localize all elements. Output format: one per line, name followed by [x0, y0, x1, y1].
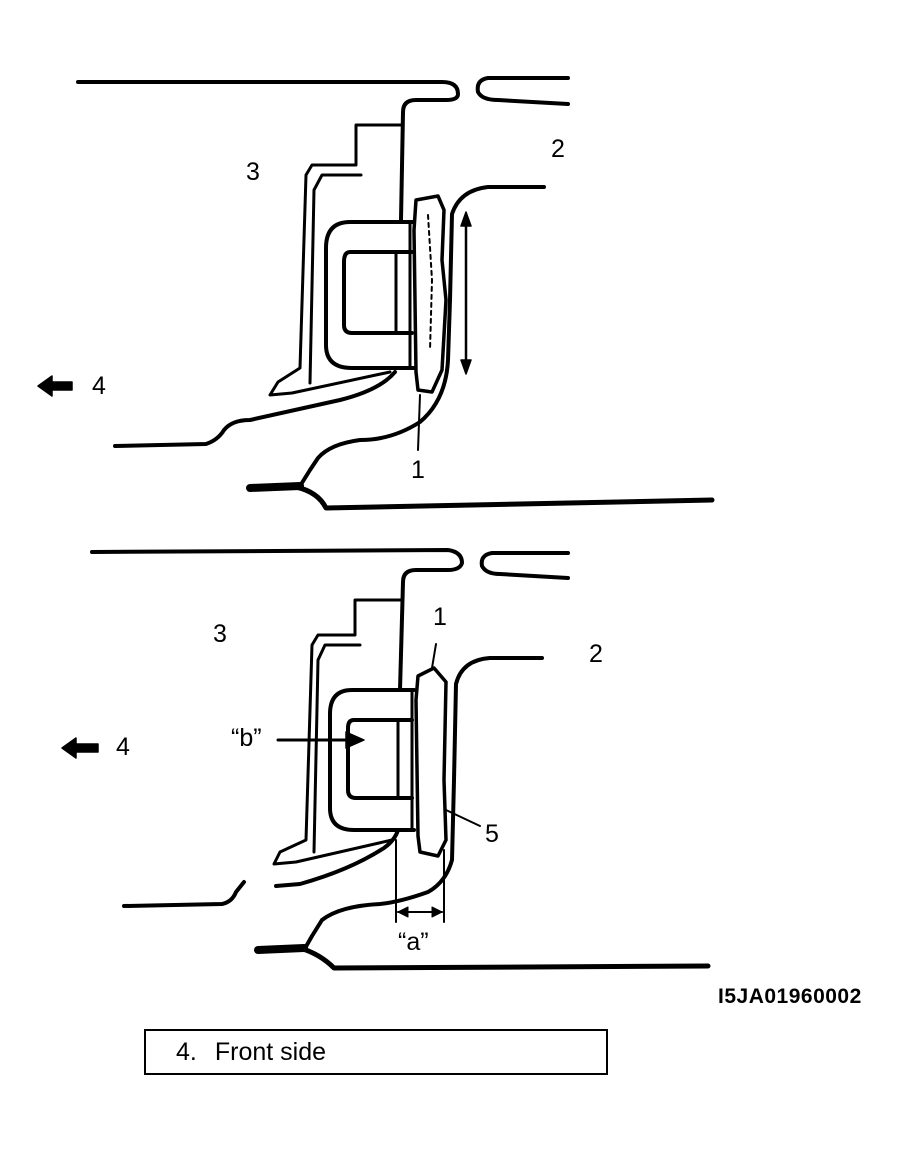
- top-base-line: [247, 484, 715, 511]
- top-label-part-2: 2: [551, 135, 565, 163]
- bottom-label-part-4: 4: [116, 733, 130, 761]
- top-motion-arrowhead-down: [460, 359, 472, 375]
- bottom-roof-panel: [90, 548, 464, 692]
- legend-number: 4.: [176, 1037, 197, 1066]
- top-motion-arrowhead-up: [460, 211, 472, 227]
- bottom-label-part-1: 1: [433, 603, 447, 631]
- bottom-label-part-3: 3: [213, 620, 227, 648]
- bottom-label-part-5: 5: [485, 820, 499, 848]
- bottom-sill-line-left: [122, 880, 246, 908]
- bottom-bracket-3-inner: [312, 643, 362, 854]
- top-roof-panel-right: [475, 76, 570, 106]
- top-seal-channel: [394, 220, 412, 370]
- top-label-part-3: 3: [246, 158, 260, 186]
- bottom-seal-channel: [396, 688, 414, 832]
- top-bracket-3-inner: [308, 173, 363, 385]
- top-front-arrow-icon: [37, 375, 73, 397]
- bottom-bracket-3: [272, 598, 402, 866]
- top-sill-line-left: [113, 370, 397, 448]
- bottom-sill-line-mid: [274, 828, 400, 888]
- top-label-part-1: 1: [411, 456, 425, 484]
- top-leader-1: [417, 394, 421, 451]
- bottom-base-line: [255, 945, 711, 971]
- bottom-seal-outer: [328, 688, 416, 832]
- top-base-line-thick: [246, 482, 304, 492]
- bottom-roof-panel-right: [479, 551, 570, 580]
- top-glass-1: [412, 194, 448, 394]
- top-outer-panel-2: [298, 185, 546, 488]
- bottom-glass-1: [414, 666, 448, 858]
- bottom-label-dim-b: “b”: [231, 724, 262, 752]
- top-bracket-3: [268, 123, 403, 397]
- legend-text: Front side: [214, 1037, 327, 1066]
- bottom-diagram: [61, 548, 711, 971]
- top-roof-panel: [76, 80, 460, 222]
- figure-id: I5JA01960002: [718, 985, 862, 1008]
- bottom-label-dim-a: “a”: [398, 928, 429, 956]
- top-seal-outer: [324, 220, 416, 370]
- bottom-a-arrowhead-left: [397, 906, 409, 918]
- top-diagram: [37, 76, 715, 511]
- top-label-part-4: 4: [92, 372, 106, 400]
- bottom-label-part-2: 2: [589, 640, 603, 668]
- bottom-b-arrowhead: [345, 731, 365, 749]
- bottom-outer-panel-2: [302, 656, 544, 952]
- top-seal-inner: [342, 250, 414, 335]
- legend-box: 4. Front side: [144, 1029, 608, 1075]
- bottom-front-arrow-icon: [61, 737, 99, 759]
- bottom-leader-1: [431, 643, 437, 669]
- bottom-base-line-thick: [254, 944, 308, 954]
- bottom-leader-5: [445, 809, 481, 827]
- top-glass-1-inner: [427, 214, 433, 351]
- bottom-a-arrowhead-right: [431, 906, 443, 918]
- bottom-seal-inner: [346, 718, 414, 800]
